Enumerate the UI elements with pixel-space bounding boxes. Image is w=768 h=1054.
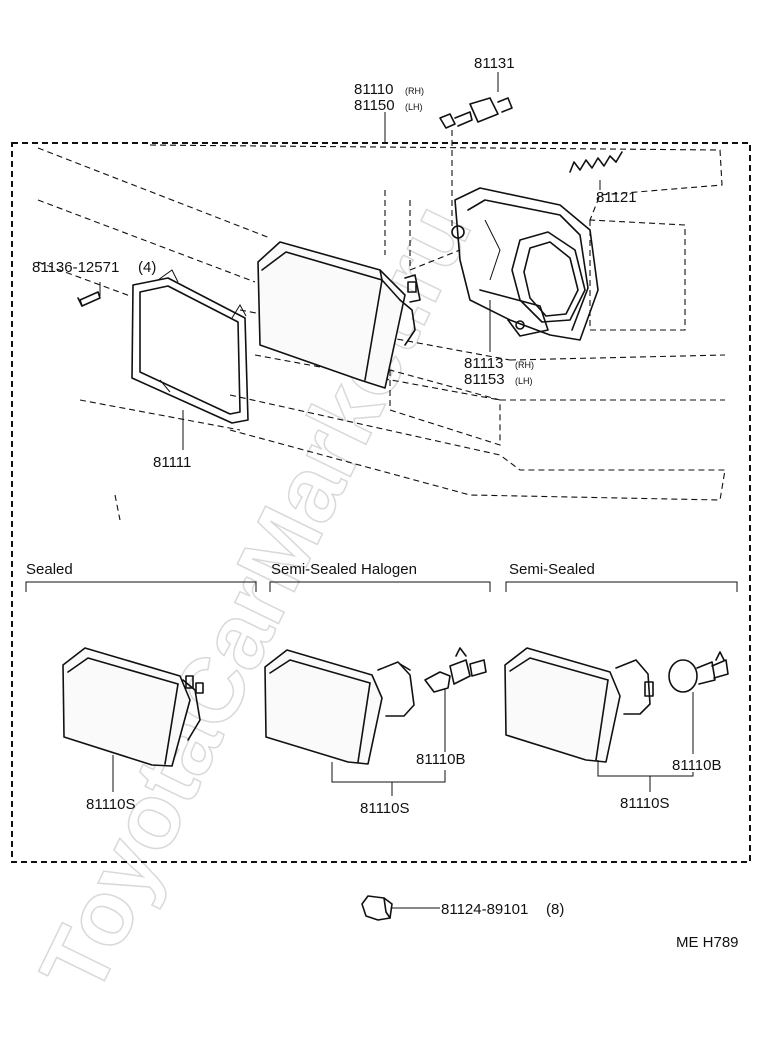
unit-number-sealed: 81110S bbox=[86, 796, 136, 813]
sealed-beam-lamp bbox=[62, 647, 204, 767]
semi-sealed-bulb bbox=[668, 651, 729, 693]
variant-label-sealed: Sealed bbox=[26, 561, 73, 578]
part-side-housing-rh: (RH) bbox=[515, 360, 534, 370]
halogen-lamp-unit bbox=[264, 649, 415, 765]
diagram-code: ME H789 bbox=[676, 934, 739, 951]
variant-semi-sealed-halogen: Semi-Sealed Halogen 81110B 81110S bbox=[264, 561, 491, 817]
clip: 81124-89101 (8) bbox=[361, 895, 564, 921]
unit-number-semi-sealed: 81110S bbox=[620, 795, 670, 812]
part-qty-screw: (4) bbox=[138, 259, 156, 276]
headlamp-unit-top bbox=[257, 241, 421, 389]
variant-semi-sealed: Semi-Sealed 81110B 81110S bbox=[504, 561, 738, 812]
part-side-headlamp-rh: (RH) bbox=[405, 86, 424, 96]
part-number-bulb-socket: 81131 bbox=[474, 55, 515, 72]
part-number-headlamp-lh: 81150 bbox=[354, 97, 395, 114]
upper-area-border bbox=[11, 142, 751, 863]
part-number-housing-lh: 81153 bbox=[464, 371, 505, 388]
variant-sealed: Sealed 81110S bbox=[25, 561, 257, 813]
part-number-housing-rh: 81113 bbox=[464, 355, 504, 372]
upper-leader-lines bbox=[99, 72, 601, 450]
part-number-screw: 81136-12571 bbox=[32, 259, 119, 276]
variant-label-semi-sealed-halogen: Semi-Sealed Halogen bbox=[271, 561, 417, 578]
adjusting-spring bbox=[569, 151, 623, 173]
part-number-retaining-ring: 81111 bbox=[153, 454, 191, 471]
part-number-headlamp-rh: 81110 bbox=[354, 81, 394, 98]
part-side-headlamp-lh: (LH) bbox=[405, 102, 423, 112]
watermark: ToyotaCarMarket.ru bbox=[21, 189, 491, 1009]
headlamp-housing bbox=[451, 187, 599, 341]
retaining-ring bbox=[131, 269, 249, 424]
semi-sealed-lamp-unit bbox=[504, 647, 654, 763]
screw bbox=[77, 291, 101, 307]
bulb-number-halogen: 81110B bbox=[416, 751, 466, 768]
unit-number-halogen: 81110S bbox=[360, 800, 410, 817]
bulb-number-semi-sealed: 81110B bbox=[672, 757, 722, 774]
part-number-clip: 81124-89101 bbox=[441, 901, 528, 918]
part-number-spring: 81121 bbox=[596, 189, 637, 206]
bulb-socket bbox=[439, 97, 513, 129]
part-qty-clip: (8) bbox=[546, 901, 564, 918]
variant-label-semi-sealed: Semi-Sealed bbox=[509, 561, 595, 578]
part-side-housing-lh: (LH) bbox=[515, 376, 533, 386]
halogen-bulb bbox=[424, 647, 487, 693]
